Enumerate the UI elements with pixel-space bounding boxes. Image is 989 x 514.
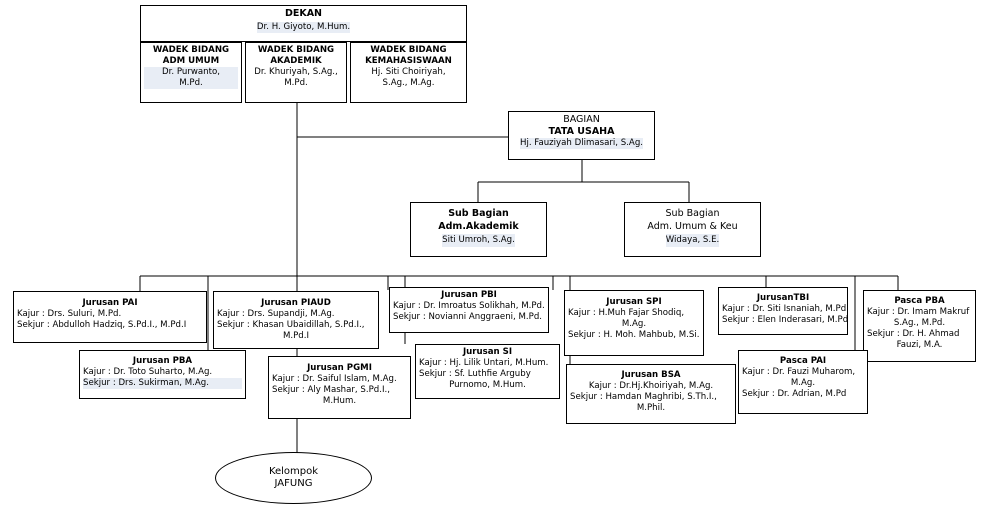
- jurusan-spi-kajur: M.Ag.: [621, 319, 647, 329]
- pasca-pba-sekjur: Sekjur : Dr. H. Ahmad: [867, 329, 960, 339]
- jurusan-pba-title: Jurusan PBA: [132, 356, 193, 366]
- jurusan-si-title: Jurusan SI: [462, 347, 513, 357]
- pasca-pba-title: Pasca PBA: [894, 296, 945, 306]
- jurusan-pba-box: Jurusan PBA Kajur : Dr. Toto Suharto, M.…: [79, 350, 246, 399]
- jurusan-piaud-box: Jurusan PIAUD Kajur : Drs. Supandji, M.A…: [213, 291, 379, 349]
- wadek-akademik-title: WADEK BIDANG: [257, 45, 335, 55]
- jurusan-si-kajur: Kajur : Hj. Lilik Untari, M.Hum.: [419, 358, 549, 368]
- jurusan-pbi-sekjur: Sekjur : Novianni Anggraeni, M.Pd.: [393, 312, 543, 322]
- jurusan-pai-sekjur: Sekjur : Abdulloh Hadziq, S.Pd.I., M.Pd.…: [17, 320, 187, 330]
- jurusan-tbi-sekjur: Sekjur : Elen Inderasari, M.Pd: [722, 315, 848, 325]
- pasca-pai-sekjur: Sekjur : Dr. Adrian, M.Pd: [742, 389, 847, 399]
- wadek-akademik-name: M.Pd.: [284, 78, 308, 88]
- sub-umum-title: Sub Bagian: [665, 208, 720, 219]
- pasca-pba-box: Pasca PBA Kajur : Dr. Imam Makruf S.Ag.,…: [863, 290, 976, 362]
- dekan-name: Dr. H. Giyoto, M.Hum.: [256, 22, 351, 33]
- jurusan-pgmi-title: Jurusan PGMI: [307, 363, 372, 373]
- jurusan-piaud-sekjur: M.Pd.I: [282, 331, 310, 341]
- jurusan-bsa-title: Jurusan BSA: [621, 370, 681, 380]
- wadek-kemahasiswaan-name: Hj. Siti Choiriyah,: [371, 67, 446, 77]
- jurusan-spi-box: Jurusan SPI Kajur : H.Muh Fajar Shodiq, …: [564, 290, 704, 356]
- jurusan-piaud-kajur: Kajur : Drs. Supandji, M.Ag.: [217, 309, 335, 319]
- wadek-akademik-name: Dr. Khuriyah, S.Ag.,: [254, 67, 338, 77]
- jurusan-spi-kajur: Kajur : H.Muh Fajar Shodiq,: [568, 308, 685, 318]
- jurusan-spi-title: Jurusan SPI: [606, 297, 662, 307]
- jurusan-bsa-kajur: Kajur : Dr.Hj.Khoiriyah, M.Ag.: [588, 381, 714, 391]
- tata-usaha-title: TATA USAHA: [548, 126, 615, 137]
- pasca-pai-kajur: M.Ag.: [790, 378, 816, 388]
- sub-akademik-name: Siti Umroh, S.Ag.: [442, 234, 515, 247]
- jurusan-pai-kajur: Kajur : Drs. Suluri, M.Pd.: [17, 309, 122, 319]
- jurusan-spi-sekjur: Sekjur : H. Moh. Mahbub, M.Si.: [568, 330, 700, 340]
- wadek-adm-umum-box: WADEK BIDANG ADM UMUM Dr. Purwanto, M.Pd…: [140, 42, 242, 103]
- wadek-adm-title: WADEK BIDANG: [152, 45, 230, 55]
- jurusan-tbi-box: JurusanTBI Kajur : Dr. Siti Isnaniah, M.…: [718, 287, 848, 335]
- tata-usaha-name: Hj. Fauziyah Dlimasari, S.Ag.: [519, 138, 644, 149]
- kelompok-jafung-ellipse: Kelompok JAFUNG: [215, 452, 372, 504]
- wadek-kemahasiswaan-box: WADEK BIDANG KEMAHASISWAAN Hj. Siti Choi…: [350, 42, 467, 103]
- sub-umum-title: Adm. Umum & Keu: [647, 221, 738, 232]
- sub-akademik-title: Sub Bagian: [448, 208, 509, 219]
- jurusan-pai-title: Jurusan PAI: [82, 298, 138, 308]
- wadek-kemahasiswaan-title: KEMAHASISWAAN: [365, 56, 452, 66]
- pasca-pba-sekjur: Fauzi, M.A.: [896, 340, 943, 350]
- jurusan-pbi-box: Jurusan PBI Kajur : Dr. Imroatus Solikha…: [389, 287, 549, 333]
- jurusan-pgmi-kajur: Kajur : Dr. Saiful Islam, M.Ag.: [272, 374, 397, 384]
- sub-akademik-title: Adm.Akademik: [438, 221, 519, 232]
- jurusan-pgmi-sekjur: M.Hum.: [322, 396, 357, 406]
- wadek-akademik-title: AKADEMIK: [270, 56, 322, 66]
- jurusan-bsa-sekjur: Sekjur : Hamdan Maghribi, S.Th.I.,: [570, 392, 717, 402]
- wadek-adm-name: Dr. Purwanto,: [144, 67, 238, 78]
- kelompok-label: Kelompok: [268, 466, 319, 477]
- wadek-akademik-box: WADEK BIDANG AKADEMIK Dr. Khuriyah, S.Ag…: [245, 42, 347, 103]
- jurusan-pgmi-sekjur: Sekjur : Aly Mashar, S.Pd.I.,: [272, 385, 390, 395]
- pasca-pba-kajur: Kajur : Dr. Imam Makruf: [867, 307, 970, 317]
- jurusan-bsa-sekjur: M.Phil.: [636, 403, 666, 413]
- sub-bagian-umum-box: Sub Bagian Adm. Umum & Keu Widaya, S.E.: [624, 202, 761, 257]
- jafung-label: JAFUNG: [274, 478, 313, 489]
- jurusan-bsa-box: Jurusan BSA Kajur : Dr.Hj.Khoiriyah, M.A…: [566, 364, 736, 424]
- tata-usaha-box: BAGIAN TATA USAHA Hj. Fauziyah Dlimasari…: [508, 111, 655, 160]
- jurusan-pba-kajur: Kajur : Dr. Toto Suharto, M.Ag.: [83, 367, 213, 377]
- wadek-adm-title: ADM UMUM: [162, 56, 220, 66]
- jurusan-pai-box: Jurusan PAI Kajur : Drs. Suluri, M.Pd. S…: [13, 291, 207, 343]
- jurusan-piaud-title: Jurusan PIAUD: [261, 298, 331, 308]
- pasca-pba-kajur: S.Ag., M.Pd.: [893, 318, 946, 328]
- jurusan-piaud-sekjur: Sekjur : Khasan Ubaidillah, S.Pd.I.,: [217, 320, 365, 330]
- sub-bagian-akademik-box: Sub Bagian Adm.Akademik Siti Umroh, S.Ag…: [410, 202, 547, 257]
- tata-usaha-title: BAGIAN: [563, 114, 600, 125]
- jurusan-pgmi-box: Jurusan PGMI Kajur : Dr. Saiful Islam, M…: [268, 356, 411, 419]
- jurusan-tbi-title: JurusanTBI: [756, 293, 810, 303]
- pasca-pai-title: Pasca PAI: [779, 356, 827, 366]
- jurusan-pbi-title: Jurusan PBI: [441, 290, 497, 300]
- wadek-kemahasiswaan-name: S.Ag., M.Ag.: [382, 78, 435, 88]
- jurusan-pbi-kajur: Kajur : Dr. Imroatus Solikhah, M.Pd.: [393, 301, 545, 311]
- jurusan-si-sekjur: Purnomo, M.Hum.: [449, 380, 526, 390]
- jurusan-pba-sekjur: Sekjur : Drs. Sukirman, M.Ag.: [83, 378, 242, 389]
- jurusan-tbi-kajur: Kajur : Dr. Siti Isnaniah, M.Pd: [722, 304, 847, 314]
- pasca-pai-box: Pasca PAI Kajur : Dr. Fauzi Muharom, M.A…: [738, 350, 868, 414]
- pasca-pai-kajur: Kajur : Dr. Fauzi Muharom,: [742, 367, 856, 377]
- jurusan-si-sekjur: Sekjur : Sf. Luthfie Arguby: [419, 369, 531, 379]
- wadek-kemahasiswaan-title: WADEK BIDANG: [370, 45, 447, 55]
- dekan-title: DEKAN: [284, 8, 323, 19]
- wadek-adm-name: M.Pd.: [144, 78, 238, 89]
- dekan-box: DEKAN Dr. H. Giyoto, M.Hum.: [140, 5, 467, 42]
- sub-umum-name: Widaya, S.E.: [665, 234, 720, 247]
- jurusan-si-box: Jurusan SI Kajur : Hj. Lilik Untari, M.H…: [415, 344, 560, 399]
